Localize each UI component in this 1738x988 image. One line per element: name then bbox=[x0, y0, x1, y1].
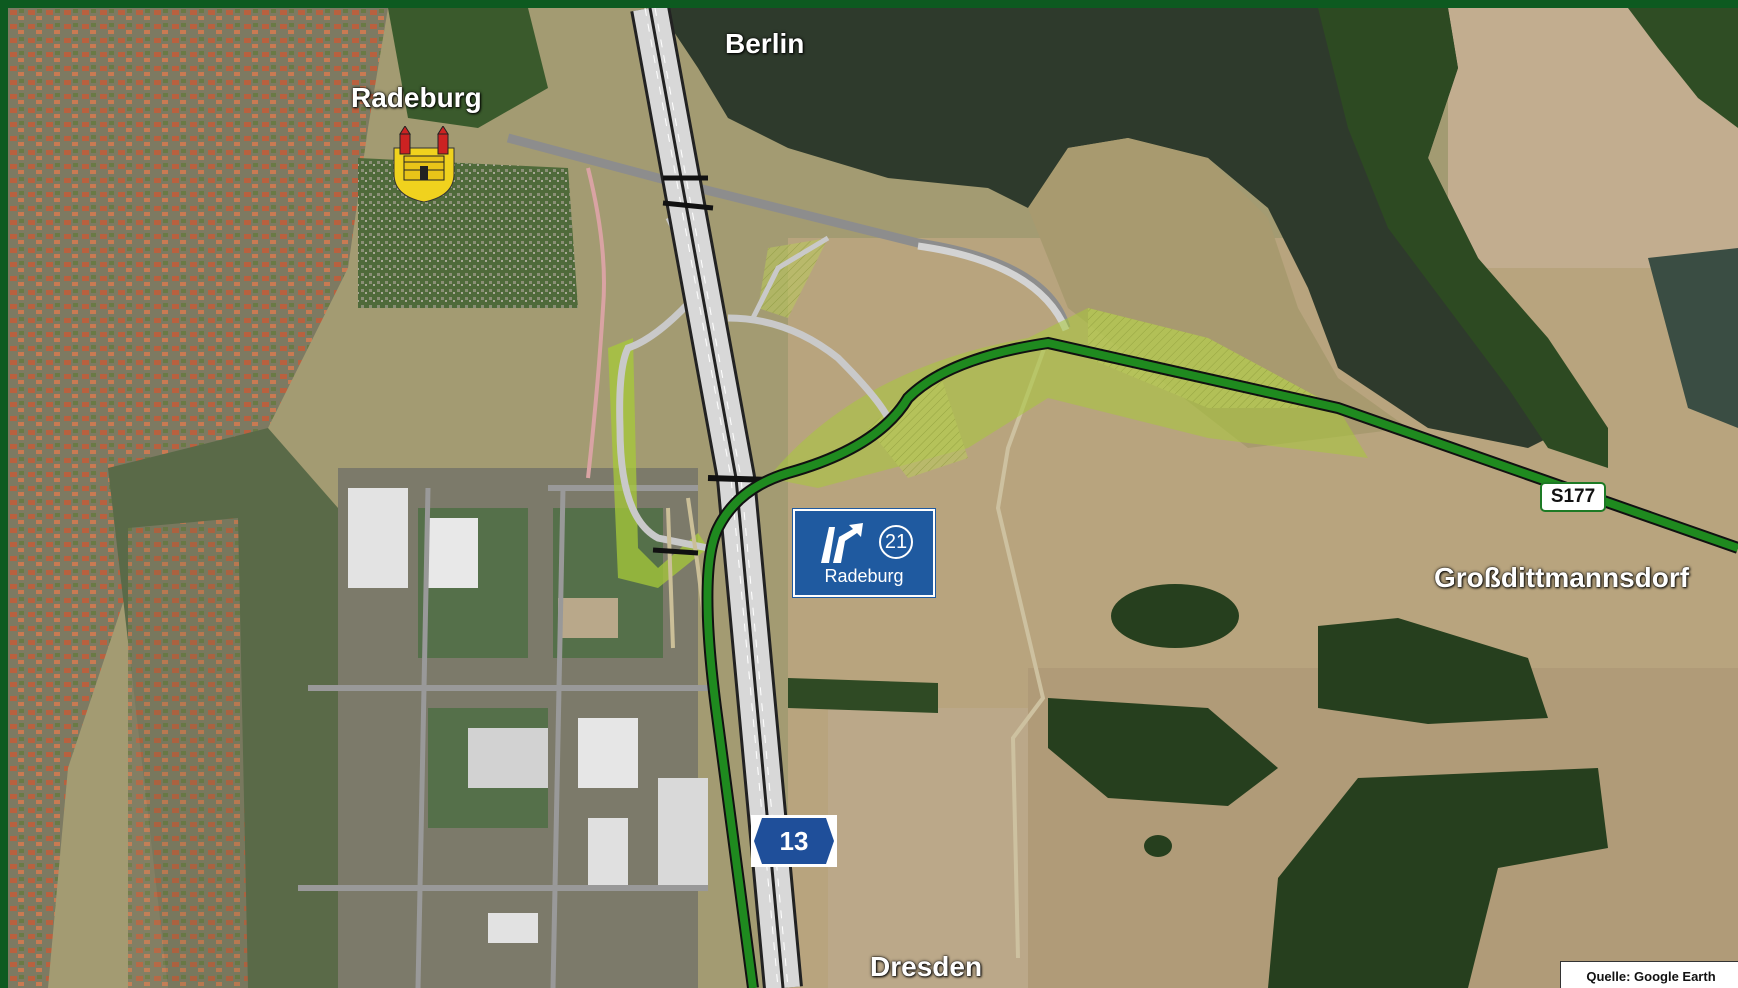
coat-of-arms-icon bbox=[393, 126, 455, 202]
exit-name: Radeburg bbox=[824, 566, 904, 586]
exit-sign: 21 Radeburg bbox=[793, 509, 935, 597]
label-grossdittmannsdorf: Großdittmannsdorf bbox=[1434, 562, 1690, 593]
motorway-number: 13 bbox=[754, 818, 834, 864]
label-dresden: Dresden bbox=[870, 951, 983, 982]
label-berlin: Berlin bbox=[725, 28, 805, 59]
label-radeburg: Radeburg bbox=[351, 82, 482, 113]
state-road-badge: S177 bbox=[1540, 482, 1606, 512]
exit-number: 21 bbox=[879, 525, 913, 559]
exit-arrow-icon bbox=[821, 523, 863, 563]
map-graphic bbox=[8, 8, 1738, 988]
motorway-shield: 13 bbox=[751, 815, 837, 867]
aerial-map[interactable]: Berlin Radeburg Großdittmannsdorf Dresde… bbox=[8, 8, 1738, 988]
source-credit: Quelle: Google Earth bbox=[1560, 961, 1738, 988]
